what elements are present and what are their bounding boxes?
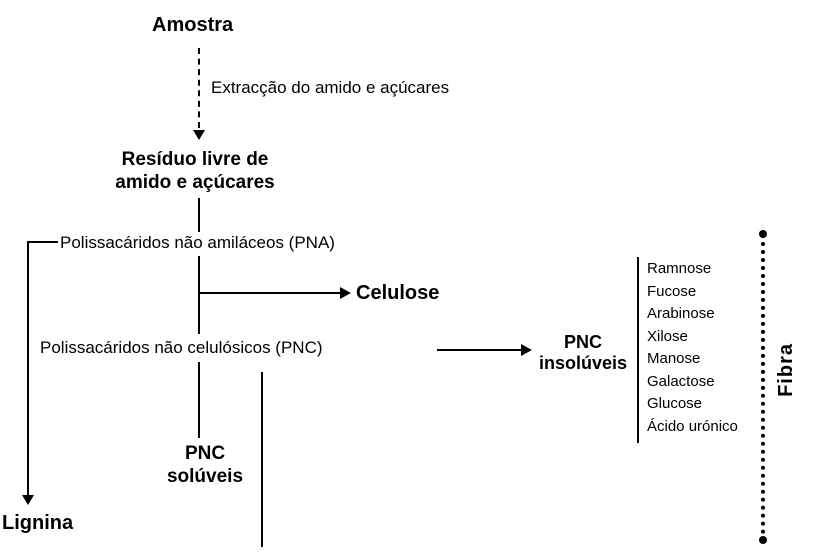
fibra-label: Fibra	[775, 343, 797, 397]
residue-line2: amido e açúcares	[115, 172, 275, 193]
pnc-insoluveis-line2: insolúveis	[538, 353, 628, 373]
residue-label: Resíduo livre de amido e açúcares	[95, 148, 295, 194]
soluveis-branch-line	[261, 372, 263, 547]
sugar-list-item: Manose	[647, 350, 701, 367]
sugar-list-item: Xilose	[647, 327, 688, 345]
sugar-list-item: Ácido urónico	[647, 417, 738, 435]
extraction-arrowhead-icon	[193, 130, 205, 140]
sugar-list-item: Fucose	[647, 282, 697, 300]
sugar-list-item: Glucose	[647, 395, 703, 412]
fibra-bracket-line	[761, 242, 765, 534]
sugar-list-item: Galactose	[647, 372, 715, 390]
residue-line1: Resíduo livre de	[121, 149, 269, 170]
extraction-label: Extracção do amido e açúcares	[211, 78, 450, 97]
sugar-list-item: Arabinose	[647, 305, 715, 322]
pnc-soluveis-line2: solúveis	[166, 466, 244, 487]
lignina-branch-tick	[28, 241, 58, 243]
pnc-insoluveis-label: PNC insolúveis	[538, 332, 628, 374]
pnc-insoluveis-line1: PNC	[563, 332, 602, 352]
fibra-bracket-top-dot	[759, 230, 767, 238]
sugar-list: Ramnose Fucose Arabinose Xilose Manose G…	[647, 258, 738, 438]
sugar-list-bar	[637, 257, 639, 443]
lignina-label: Lignina	[2, 512, 74, 534]
lignina-arrowhead-icon	[22, 495, 34, 505]
amostra-label: Amostra	[152, 14, 234, 36]
trunk-segment-1	[198, 198, 200, 232]
pna-label: Polissacáridos não amiláceos (PNA)	[60, 233, 335, 252]
sugar-list-item: Ramnose	[647, 260, 712, 277]
pnc-insoluveis-arrow-line	[437, 349, 521, 351]
fibra-bracket-bottom-dot	[759, 536, 767, 544]
pnc-insoluveis-arrowhead-icon	[521, 344, 532, 356]
celulose-arrowhead-icon	[340, 287, 351, 299]
celulose-label: Celulose	[356, 282, 440, 304]
pnc-soluveis-label: PNC solúveis	[163, 442, 247, 488]
pnc-soluveis-line1: PNC	[184, 443, 226, 464]
extraction-dashed-line	[198, 48, 200, 128]
trunk-segment-3	[198, 362, 200, 438]
lignina-branch-line	[27, 241, 29, 497]
celulose-arrow-line	[199, 292, 340, 294]
pnc-label: Polissacáridos não celulósicos (PNC)	[40, 338, 323, 357]
trunk-segment-2	[198, 256, 200, 334]
